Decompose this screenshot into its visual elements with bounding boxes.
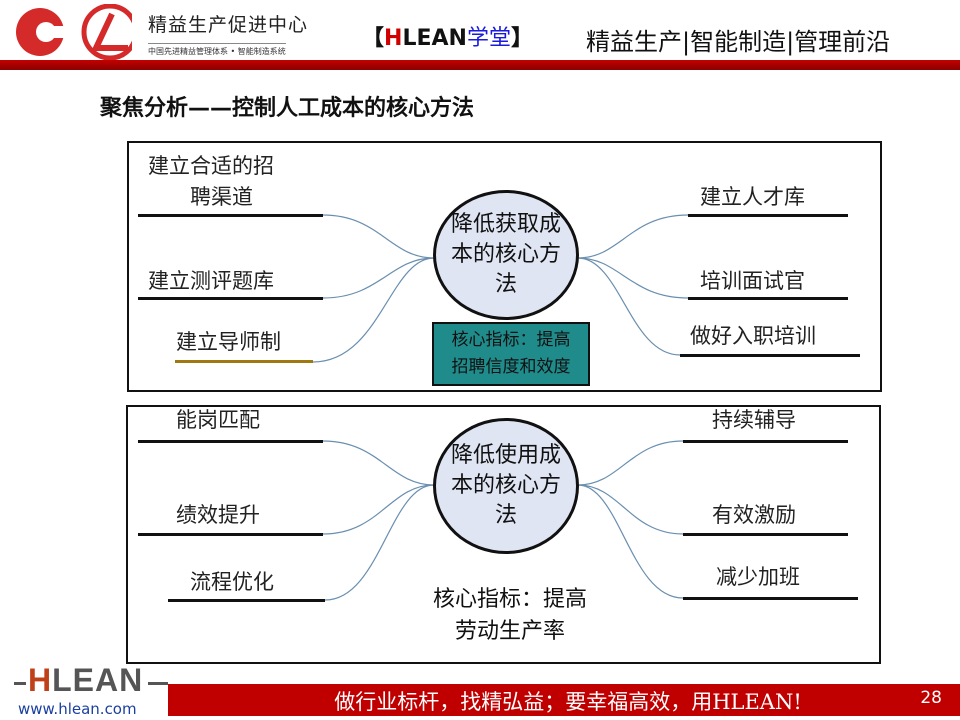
page-title: 聚焦分析——控制人工成本的核心方法 xyxy=(100,96,475,121)
node-label: 有效激励 xyxy=(712,503,796,527)
footer-logo: HLEAN xyxy=(14,662,170,700)
brand-cn: 学堂 xyxy=(466,26,511,51)
underline xyxy=(683,533,848,536)
footer-motto: 做行业标杆，找精弘益；要幸福高效，用HLEAN! xyxy=(334,690,802,714)
underline xyxy=(168,599,325,602)
footer-logo-text: HLEAN xyxy=(28,662,144,698)
top-diagram-box xyxy=(127,141,882,392)
node-label: 做好入职培训 xyxy=(690,324,816,348)
node-label: 建立人才库 xyxy=(700,185,805,209)
center-text: 降低获取成 xyxy=(450,212,561,237)
header-bar xyxy=(0,60,960,70)
website-link[interactable]: www.hlean.com xyxy=(18,700,137,718)
node-label: 聘渠道 xyxy=(190,185,253,209)
page-number: 28 xyxy=(920,688,942,708)
org-name: 精益生产促进中心 xyxy=(148,14,309,36)
kpi-text: 劳动生产率 xyxy=(454,619,565,644)
underline xyxy=(688,214,848,217)
logo-dash xyxy=(14,682,26,685)
node-label: 绩效提升 xyxy=(176,503,260,527)
underline xyxy=(680,354,860,357)
center-text: 本的核心方 xyxy=(450,242,561,267)
kpi-text: 招聘信度和效度 xyxy=(451,357,571,377)
bracket: 】 xyxy=(510,26,533,51)
brand-h: H xyxy=(384,26,403,51)
center-text: 法 xyxy=(494,272,517,297)
underline xyxy=(175,360,313,363)
kpi-text: 核心指标：提高 xyxy=(432,587,587,612)
brand: 【HLEAN学堂】 xyxy=(362,20,533,52)
node-label: 持续辅导 xyxy=(712,408,796,432)
kpi-text: 核心指标：提高 xyxy=(451,330,571,350)
center-text: 降低使用成 xyxy=(450,443,561,468)
underline xyxy=(138,214,323,217)
kpi-box: 核心指标：提高招聘信度和效度 xyxy=(432,322,590,386)
underline xyxy=(683,440,848,443)
bracket: 【 xyxy=(362,26,385,51)
underline xyxy=(683,597,858,600)
footer-bar: 做行业标杆，找精弘益；要幸福高效，用HLEAN! 28 xyxy=(168,684,960,716)
brand-lean: LEAN xyxy=(402,26,467,51)
center-node: 降低获取成本的核心方法 xyxy=(433,190,579,320)
node-label: 能岗匹配 xyxy=(176,408,260,432)
underline xyxy=(138,297,323,300)
logo-dash xyxy=(148,682,168,685)
node-label: 培训面试官 xyxy=(700,269,805,293)
center-text: 本的核心方 xyxy=(450,473,561,498)
node-label: 流程优化 xyxy=(190,570,274,594)
underline xyxy=(688,297,848,300)
node-label: 建立导师制 xyxy=(176,330,281,354)
slogan: 精益生产|智能制造|管理前沿 xyxy=(586,28,891,56)
center-text: 法 xyxy=(494,503,517,528)
center-node: 降低使用成本的核心方法 xyxy=(433,418,579,554)
underline xyxy=(138,533,323,536)
bottom-diagram-box xyxy=(126,405,881,664)
org-subtitle: 中国先进精益管理体系 • 智能制造系统 xyxy=(148,43,286,57)
node-label: 建立合适的招 xyxy=(148,154,274,178)
node-label: 减少加班 xyxy=(716,565,800,589)
underline xyxy=(138,440,323,443)
node-label: 建立测评题库 xyxy=(148,269,274,293)
kpi-text-block: 核心指标：提高劳动生产率 xyxy=(410,584,610,648)
